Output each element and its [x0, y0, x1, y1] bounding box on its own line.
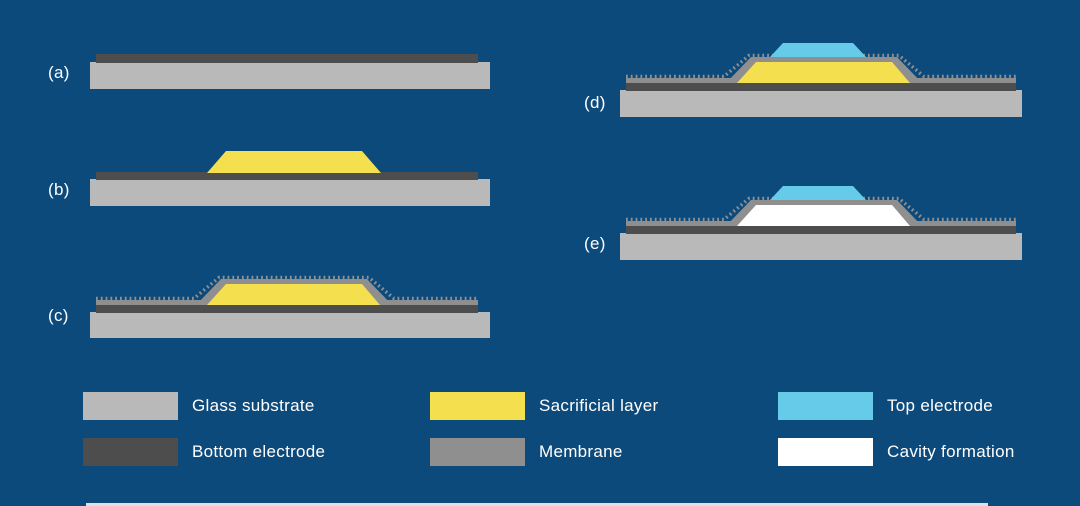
step-c-diagram: [90, 275, 490, 338]
step-e-label: (e): [584, 234, 606, 253]
legend-label: Sacrificial layer: [539, 396, 659, 415]
legend-label: Cavity formation: [887, 442, 1015, 461]
step-a-label: (a): [48, 63, 70, 82]
membrane-swatch: [430, 438, 525, 466]
step-d-diagram: [620, 43, 1022, 117]
bottom-electrode-layer: [626, 226, 1016, 234]
step-d-label: (d): [584, 93, 606, 112]
bottom-electrode-layer: [626, 83, 1016, 91]
legend-item-bottom-electrode: Bottom electrode: [83, 438, 430, 466]
sacrificial-layer: [207, 284, 380, 305]
legend-item-sacrificial-layer: Sacrificial layer: [430, 392, 778, 420]
membrane-surface-texture: [626, 53, 1016, 79]
legend-item-top-electrode: Top electrode: [778, 392, 1080, 420]
membrane-surface-texture: [96, 275, 478, 301]
bottom-electrode-layer: [96, 54, 478, 63]
legend-label: Glass substrate: [192, 396, 315, 415]
glass-substrate-layer: [620, 233, 1022, 260]
legend-label: Membrane: [539, 442, 623, 461]
glass-substrate-swatch: [83, 392, 178, 420]
glass-substrate-layer: [90, 312, 490, 338]
legend-item-membrane: Membrane: [430, 438, 778, 466]
bottom-electrode-layer: [96, 172, 478, 180]
bottom-strip: [86, 503, 988, 506]
step-b-diagram: [90, 151, 490, 206]
top-electrode-layer: [770, 186, 866, 200]
step-b-label: (b): [48, 180, 70, 199]
step-c-label: (c): [48, 306, 69, 325]
glass-substrate-layer: [620, 90, 1022, 117]
membrane-surface-texture: [626, 196, 1016, 222]
top-electrode-layer: [770, 43, 866, 57]
step-a-diagram: [90, 54, 490, 89]
legend-label: Bottom electrode: [192, 442, 326, 461]
top-electrode-swatch: [778, 392, 873, 420]
glass-substrate-layer: [90, 179, 490, 206]
legend: Glass substrate Sacrificial layer Top el…: [83, 392, 1080, 466]
sacrificial-layer: [207, 151, 381, 173]
cavity-formation-swatch: [778, 438, 873, 466]
legend-item-glass-substrate: Glass substrate: [83, 392, 430, 420]
bottom-electrode-swatch: [83, 438, 178, 466]
legend-item-cavity-formation: Cavity formation: [778, 438, 1080, 466]
sacrificial-layer: [737, 62, 910, 83]
step-e-diagram: [620, 186, 1022, 260]
sacrificial-layer-swatch: [430, 392, 525, 420]
glass-substrate-layer: [90, 62, 490, 89]
bottom-electrode-layer: [96, 305, 478, 313]
legend-label: Top electrode: [887, 396, 993, 415]
cavity: [737, 205, 910, 226]
